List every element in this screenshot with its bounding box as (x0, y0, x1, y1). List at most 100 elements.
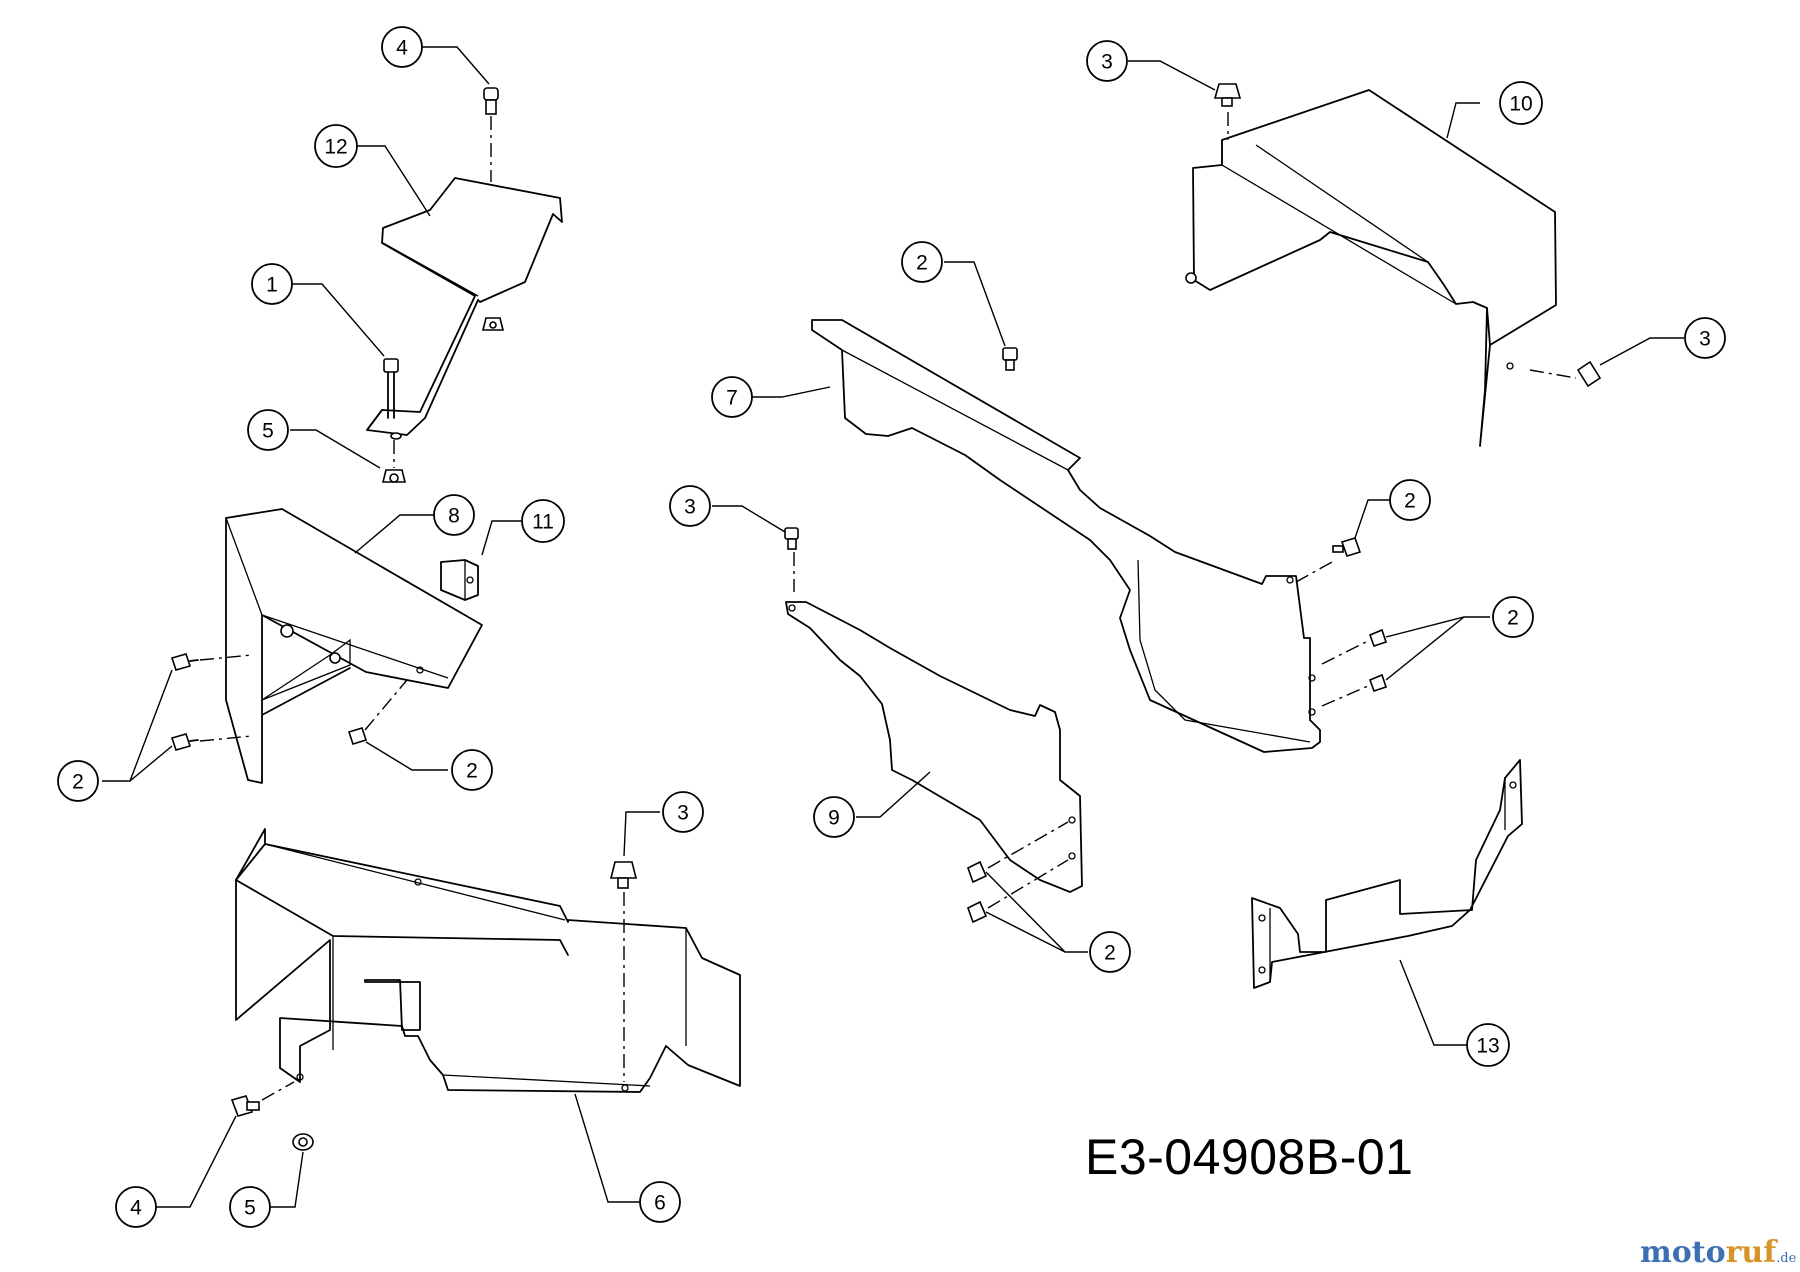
axis-line (1529, 369, 1577, 379)
axis-line (199, 654, 253, 661)
callout-2: 2 (57, 760, 99, 802)
callout-6: 6 (639, 1181, 681, 1223)
callout-circle (251, 263, 293, 305)
callout-label: 2 (1404, 490, 1416, 513)
callout-2: 2 (901, 241, 943, 283)
callout-label: 4 (396, 37, 408, 60)
axis-line (364, 679, 408, 731)
bracket-nut (481, 317, 505, 331)
callout-circle (115, 1186, 157, 1228)
callout-label: 11 (532, 511, 554, 534)
part-5-nut-top (381, 469, 407, 483)
callout-label: 2 (72, 771, 84, 794)
callout-circle (711, 376, 753, 418)
axis-line (261, 1081, 295, 1101)
callout-label: 3 (677, 802, 689, 825)
callout-circle (1492, 596, 1534, 638)
callout-circle (1466, 1023, 1510, 1067)
callout-5: 5 (229, 1186, 271, 1228)
drawing-code: E3-04908B-01 (1085, 1129, 1414, 1185)
callout-label: 13 (1476, 1035, 1499, 1058)
callout-label: 2 (466, 760, 478, 783)
callout-label: 5 (262, 420, 274, 443)
callout-8: 8 (433, 494, 475, 536)
callout-label: 3 (684, 496, 696, 519)
callout-2: 2 (1089, 931, 1131, 973)
callout-label: 1 (266, 274, 278, 297)
part-11-clip (440, 559, 479, 601)
callout-9: 9 (813, 796, 855, 838)
callout-label: 6 (654, 1192, 666, 1215)
callout-circle (314, 124, 358, 168)
callout-4: 4 (115, 1186, 157, 1228)
callout-label: 3 (1699, 328, 1711, 351)
part-9-panel (785, 601, 1083, 893)
callout-2: 2 (1492, 596, 1534, 638)
callout-12: 12 (314, 124, 358, 168)
callout-4: 4 (381, 26, 423, 68)
callout-circle (1389, 479, 1431, 521)
watermark-part1: moto (1640, 1235, 1726, 1270)
callout-11: 11 (521, 499, 565, 543)
part-5-nut-bottom (292, 1133, 314, 1151)
callout-circle (813, 796, 855, 838)
callout-2: 2 (1389, 479, 1431, 521)
callout-circle (662, 791, 704, 833)
callout-label: 4 (130, 1197, 142, 1220)
part-3-bolt-bottom (609, 861, 638, 889)
part-12-bracket (366, 177, 563, 436)
callout-circle (1684, 317, 1726, 359)
callout-label: 2 (1104, 942, 1116, 965)
callout-5: 5 (247, 409, 289, 451)
part-2-screws-panel-7 (1002, 347, 1388, 693)
part-3-bolts-top-right (1213, 83, 1602, 557)
callout-circle (433, 494, 475, 536)
callout-circle (901, 241, 943, 283)
watermark-logo: motoruf.de (1640, 1235, 1796, 1270)
callout-3: 3 (1086, 40, 1128, 82)
part-2-screws-panel-9 (784, 527, 988, 924)
leader-lines (102, 46, 1684, 1208)
callout-circle (381, 26, 423, 68)
callout-circle (451, 749, 493, 791)
callout-circle (247, 409, 289, 451)
callout-label: 10 (1509, 93, 1532, 116)
axis-line (1321, 685, 1369, 707)
callout-label: 2 (916, 252, 928, 275)
callout-3: 3 (669, 485, 711, 527)
callout-label: 5 (244, 1197, 256, 1220)
part-4-bolt-top (483, 87, 499, 115)
part-4-bolt-bottom (230, 1095, 260, 1117)
part-7-panel (811, 319, 1321, 753)
callout-circle (639, 1181, 681, 1223)
callout-label: 8 (448, 505, 460, 528)
part-6-cover (235, 828, 741, 1093)
watermark-suffix: .de (1776, 1251, 1797, 1266)
callout-1: 1 (251, 263, 293, 305)
part-10-cover (1185, 89, 1557, 447)
callout-circle (1499, 81, 1543, 125)
callout-label: 12 (324, 136, 347, 159)
callout-circle (521, 499, 565, 543)
callouts: 4 12 1 5 8 11 2 2 3 10 2 7 3 2 3 2 9 2 3 13 4 5 6 (57, 26, 1726, 1228)
callout-2: 2 (451, 749, 493, 791)
watermark-part2: ruf (1725, 1235, 1777, 1270)
axis-line (1295, 561, 1333, 583)
callout-circle (1089, 931, 1131, 973)
axis-line (987, 859, 1069, 909)
callout-10: 10 (1499, 81, 1543, 125)
callout-3: 3 (662, 791, 704, 833)
callout-label: 2 (1507, 607, 1519, 630)
callout-circle (669, 485, 711, 527)
part-2-screws-left (170, 653, 368, 751)
callout-label: 9 (828, 807, 840, 830)
callout-circle (229, 1186, 271, 1228)
axis-line (199, 735, 253, 742)
callout-7: 7 (711, 376, 753, 418)
callout-circle (57, 760, 99, 802)
part-8-cover (225, 508, 483, 784)
axis-line (1321, 640, 1369, 665)
callout-3: 3 (1684, 317, 1726, 359)
